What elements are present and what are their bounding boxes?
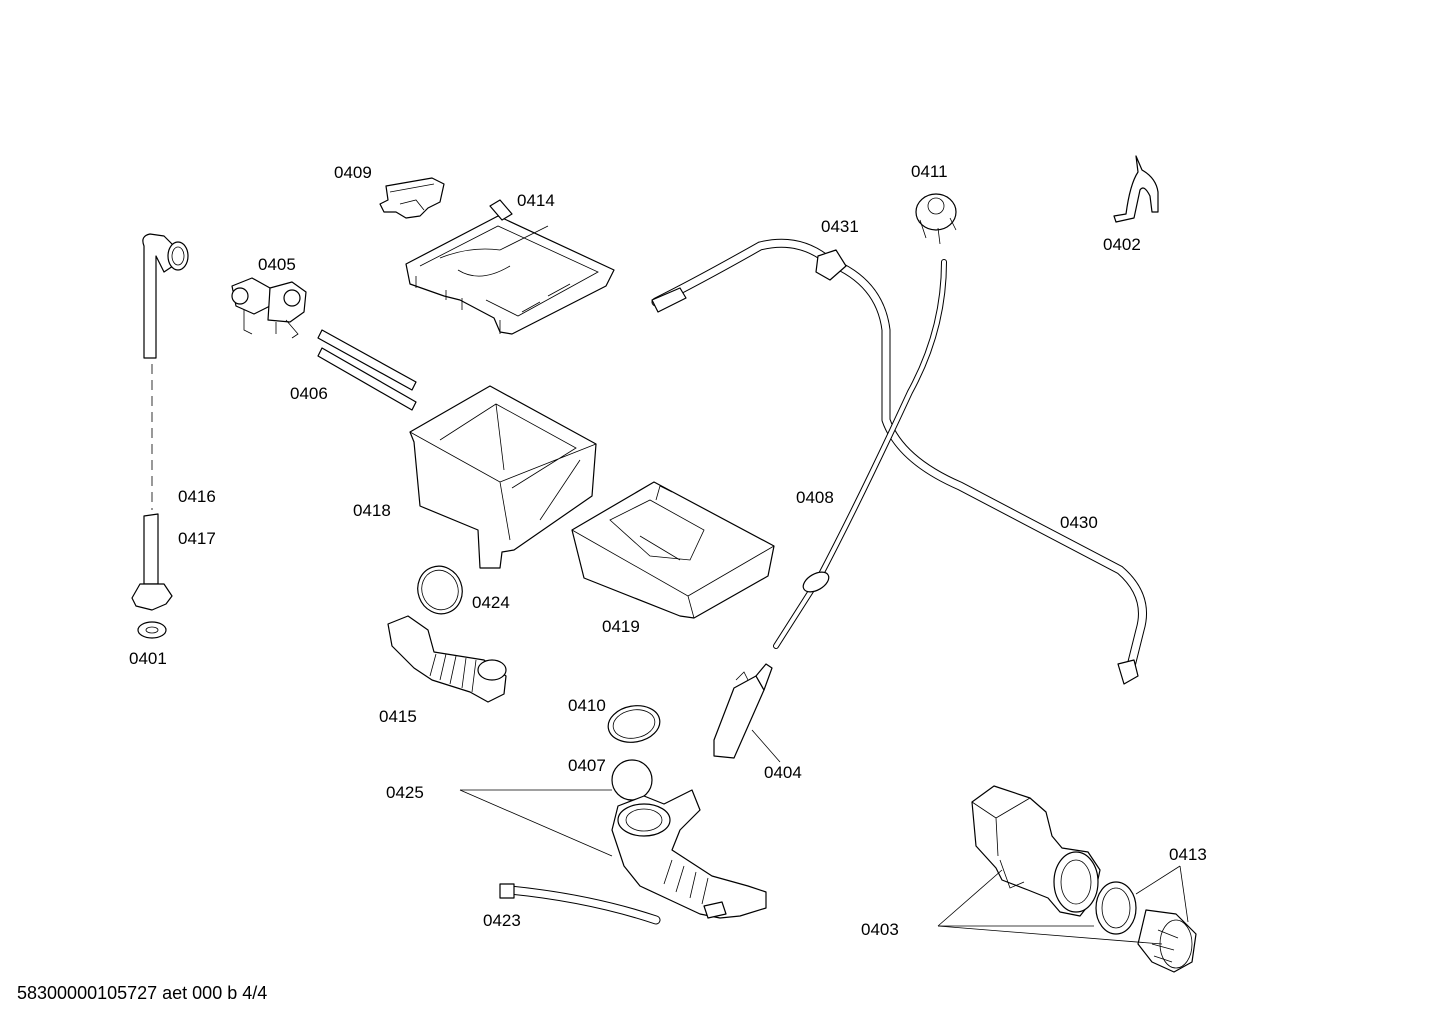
label-0402: 0402 — [1103, 235, 1141, 254]
part-0425-sump — [611, 789, 767, 919]
label-0409: 0409 — [334, 163, 372, 182]
label-0407: 0407 — [568, 756, 606, 775]
label-0415: 0415 — [379, 707, 417, 726]
label-0401: 0401 — [129, 649, 167, 668]
part-0409-clip — [379, 177, 445, 219]
label-0430: 0430 — [1060, 513, 1098, 532]
part-0423-drain-hose — [499, 883, 661, 925]
part-0406-rods — [317, 329, 417, 411]
part-0410-seal-ring — [607, 705, 661, 743]
label-0423: 0423 — [483, 911, 521, 930]
label-0425: 0425 — [386, 783, 424, 802]
part-0408-pressure-tube — [773, 259, 947, 649]
label-0408: 0408 — [796, 488, 834, 507]
part-0424-ring — [417, 565, 463, 615]
part-0404-air-chamber — [713, 663, 773, 759]
part-0405-valve — [231, 277, 307, 339]
label-0410: 0410 — [568, 696, 606, 715]
part-0411-pressure-switch — [915, 193, 957, 245]
label-0414: 0414 — [517, 191, 555, 210]
label-0424: 0424 — [472, 593, 510, 612]
part-0418-dispenser-housing — [409, 385, 597, 569]
part-0407-ball — [611, 759, 653, 801]
part-0413-seal-filter — [1095, 881, 1197, 973]
part-0415-bellows-hose — [387, 615, 507, 703]
label-0417: 0417 — [178, 529, 216, 548]
label-0416: 0416 — [178, 487, 216, 506]
label-0404: 0404 — [764, 763, 802, 782]
label-0411: 0411 — [911, 162, 948, 181]
label-0405: 0405 — [258, 255, 296, 274]
label-0403: 0403 — [861, 920, 899, 939]
part-0402-clip — [1113, 155, 1159, 223]
label-0406: 0406 — [290, 384, 328, 403]
part-0414-tray-frame — [405, 199, 615, 335]
part-0430-0431-hose — [651, 238, 1147, 685]
part-0419-dispenser-drawer — [571, 481, 775, 619]
label-0419: 0419 — [602, 617, 640, 636]
part-0416-0417-inlet-hose — [131, 233, 189, 639]
label-0413: 0413 — [1169, 845, 1207, 864]
label-0431: 0431 — [821, 217, 859, 236]
leader-lines — [459, 729, 1189, 945]
document-footer-id: 58300000105727 aet 000 b 4/4 — [17, 983, 268, 1003]
part-0403-drain-pump — [971, 785, 1101, 917]
label-0418: 0418 — [353, 501, 391, 520]
